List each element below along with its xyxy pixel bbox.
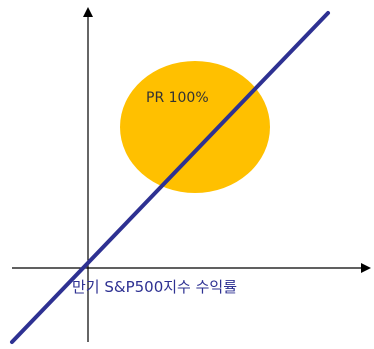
pr-ellipse — [120, 61, 270, 193]
x-axis-label: 만기 S&P500지수 수익률 — [72, 278, 238, 296]
payoff-line — [10, 11, 330, 344]
ellipse-label: PR 100% — [146, 90, 209, 106]
